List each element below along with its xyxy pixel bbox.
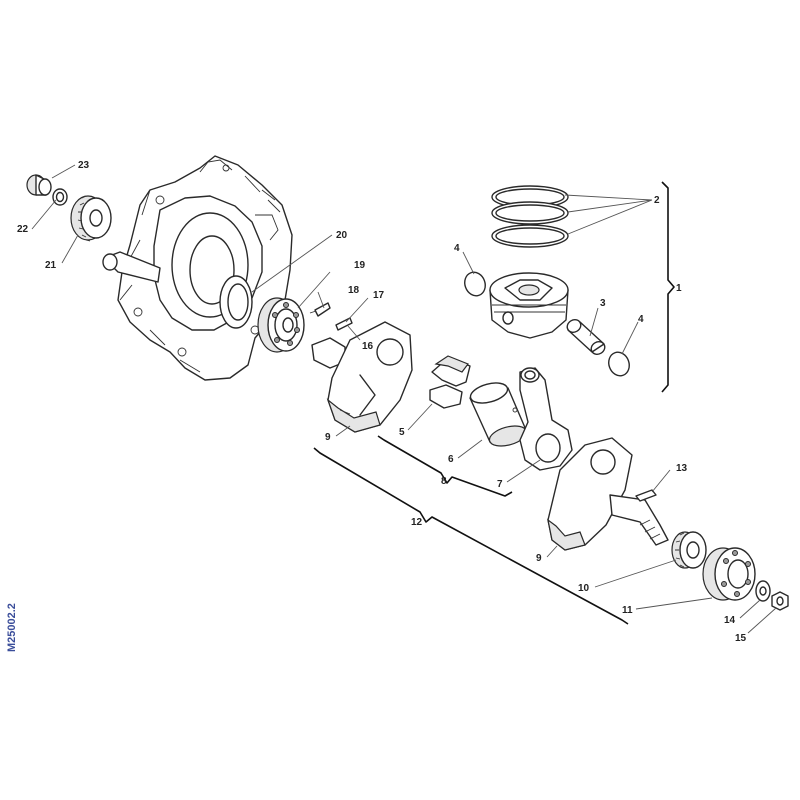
crank-pin-icon [469,382,528,447]
crankcase-icon [102,155,293,381]
circlip-icon [464,271,630,377]
callout-8: 8 [441,476,447,487]
callout-labels: 1 2 3 4 4 5 6 7 8 9 9 10 11 12 13 14 15 … [17,160,747,644]
gear-icon [70,195,112,242]
callout-19: 19 [354,260,366,271]
callout-3: 3 [600,298,606,309]
crankshaft-half-icon [311,321,413,433]
callout-7: 7 [497,479,503,490]
washer-icon-right [755,580,771,602]
callout-5: 5 [399,427,405,438]
pin-icon [309,302,331,317]
callout-23: 23 [78,160,90,171]
gudgeon-pin-icon [566,319,606,355]
drawing-code: M25002.2 [6,603,18,652]
bearing-icon-right [702,547,756,601]
bearing-icon [257,297,305,353]
bearing-shell-icon [429,355,471,409]
brace-12 [313,447,629,625]
callout-22: 22 [17,224,29,235]
woodruff-key-icon [635,489,657,502]
callout-10: 10 [578,583,590,594]
callout-6: 6 [448,454,454,465]
callout-11: 11 [622,605,633,616]
leader-lines [31,164,777,634]
washer-icon [52,188,68,206]
key-icon [335,317,353,331]
callout-20: 20 [336,230,348,241]
brace-1 [661,181,675,393]
callout-21: 21 [45,260,57,271]
brace-8 [377,435,513,497]
callout-4a: 4 [454,243,460,254]
callout-16: 16 [362,341,374,352]
piston-rings-icon [491,185,569,248]
connecting-rod-icon [519,367,573,471]
callout-12: 12 [411,517,423,528]
piston-icon [489,272,569,339]
callout-9b: 9 [536,553,542,564]
drive-gear-icon [671,531,707,569]
callout-4b: 4 [638,314,644,325]
callout-17: 17 [373,290,385,301]
callout-14: 14 [724,615,736,626]
oil-plug-icon [26,174,52,196]
nut-icon [771,591,789,611]
callout-1: 1 [676,283,682,294]
callout-9a: 9 [325,432,331,443]
crankshaft-half-icon-right [547,437,669,551]
callout-18: 18 [348,285,360,296]
callout-13: 13 [676,463,688,474]
callout-15: 15 [735,633,747,644]
callout-2: 2 [654,195,660,206]
